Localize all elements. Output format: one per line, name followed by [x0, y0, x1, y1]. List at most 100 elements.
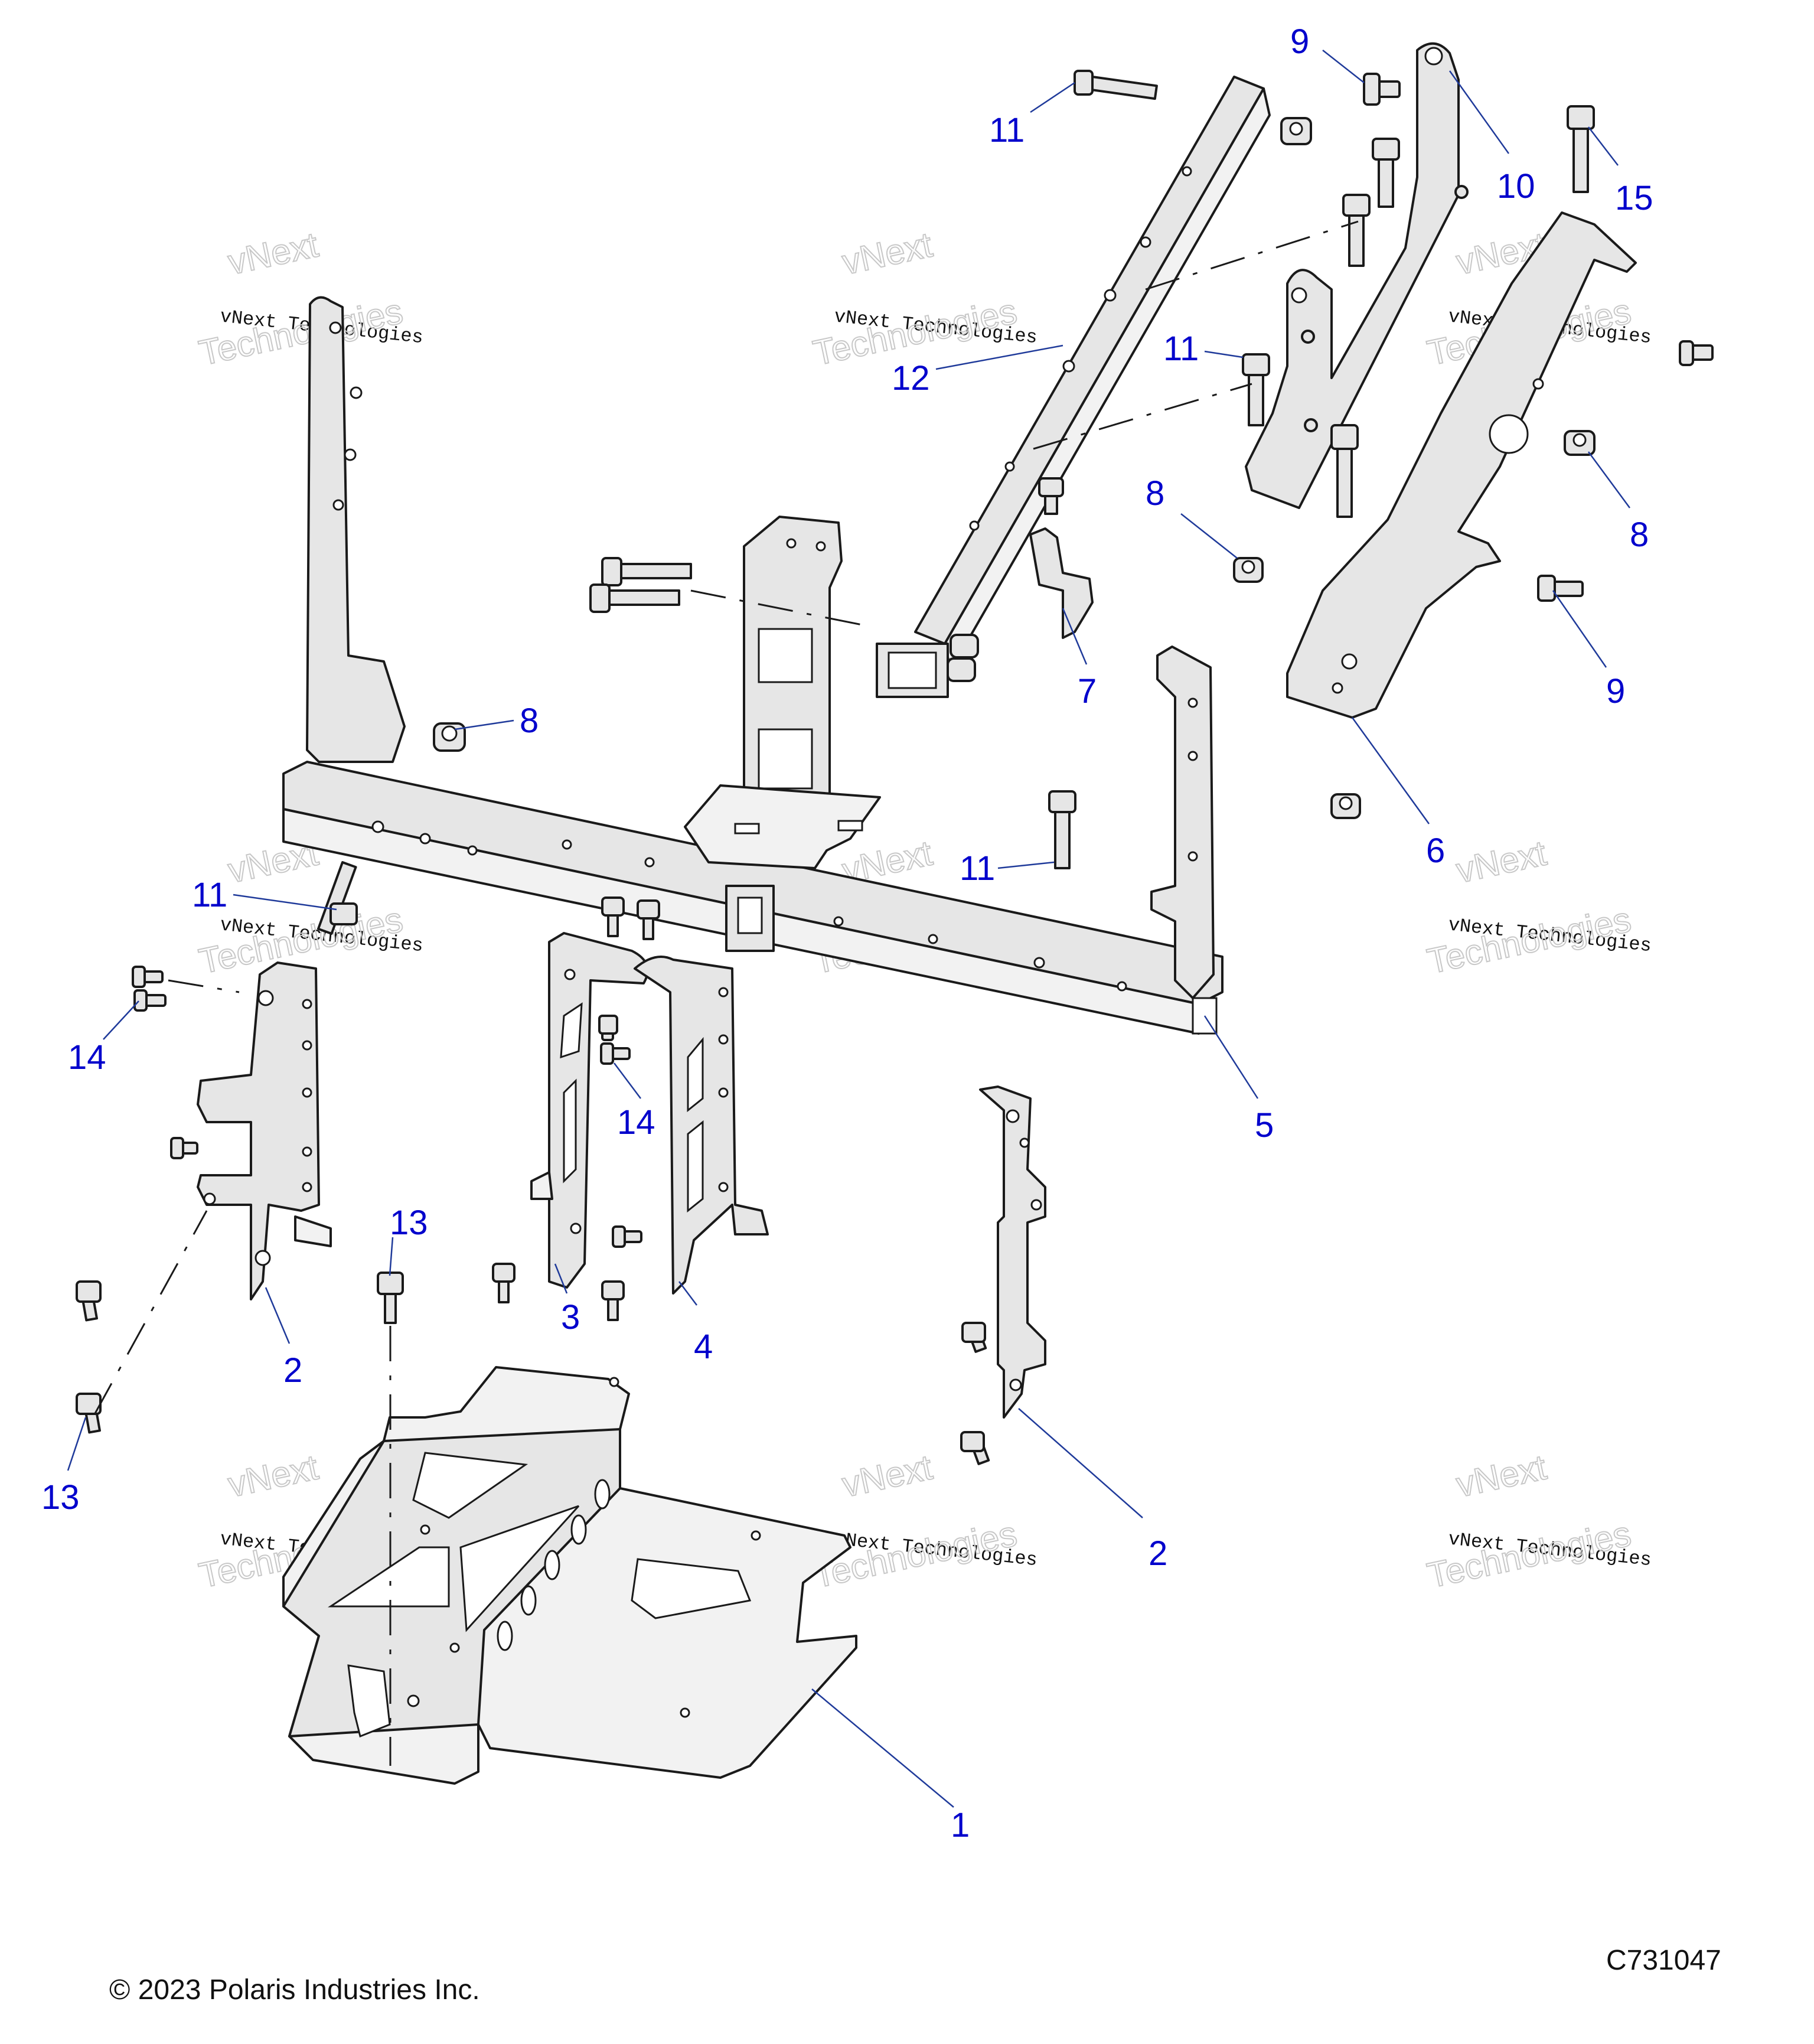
callout-2-right: 2: [1018, 1408, 1167, 1573]
bolt: [1372, 138, 1400, 208]
bolt: [600, 1042, 631, 1065]
part-7-bracket: [1029, 527, 1094, 639]
bolt: [377, 1272, 404, 1324]
watermark-big-top: vNext: [224, 224, 321, 282]
callout-13-left: 13: [41, 1417, 87, 1517]
callout-9-right: 9: [1552, 590, 1625, 710]
watermark-big-top: vNext: [1453, 1447, 1549, 1504]
callout-8-center: 8: [1146, 474, 1238, 559]
bolt: [612, 1225, 642, 1248]
callout-label: 15: [1615, 179, 1653, 217]
part-4-mount: [634, 956, 769, 1295]
watermark-big-top: vNext: [839, 1447, 935, 1504]
bolt: [960, 1431, 990, 1465]
nut: [1280, 117, 1312, 145]
bolt: [133, 989, 167, 1012]
bolt: [1537, 575, 1584, 602]
callout-11-mid: 11: [960, 849, 1055, 888]
callout-label: 5: [1255, 1106, 1274, 1145]
bolt: [170, 1137, 198, 1159]
assembly-lines: [93, 220, 1359, 1766]
callout-label: 7: [1078, 672, 1097, 710]
callout-label: 11: [192, 876, 227, 914]
bolt: [601, 557, 692, 586]
nut: [433, 722, 466, 752]
bolt: [492, 1263, 516, 1303]
callout-label: 11: [960, 849, 995, 888]
callout-label: 8: [1630, 516, 1649, 554]
bolt: [1074, 70, 1158, 100]
callout-13-center: 13: [389, 1204, 428, 1276]
nut: [947, 634, 979, 682]
watermark-big-bottom: Technologies: [195, 291, 406, 373]
callout-label: 13: [390, 1204, 428, 1242]
bolt: [1679, 340, 1714, 366]
callout-2-left: 2: [265, 1287, 302, 1390]
bolt: [76, 1393, 102, 1434]
nut: [1233, 557, 1264, 583]
part-2-left-plate: [197, 961, 332, 1300]
callout-12: 12: [892, 344, 1063, 397]
callout-label: 4: [694, 1328, 713, 1366]
callout-label: 9: [1290, 22, 1309, 61]
bolt: [1038, 477, 1064, 515]
callout-10: 10: [1448, 70, 1535, 206]
bolt: [1342, 194, 1371, 267]
watermark-big-bottom: Technologies: [1424, 899, 1634, 981]
part-6-rail: [1286, 211, 1637, 719]
callout-label: 9: [1606, 672, 1625, 710]
bolt: [589, 583, 680, 613]
bolt: [76, 1280, 102, 1322]
callout-5: 5: [1203, 1015, 1274, 1145]
bolt: [1048, 790, 1076, 869]
callout-label: 8: [1146, 474, 1164, 513]
callout-label: 14: [68, 1038, 106, 1077]
callout-label: 3: [561, 1298, 580, 1336]
watermark-big-bottom: Technologies: [1424, 1514, 1634, 1595]
watermark: vNext vNext Technologies Technologies: [809, 224, 1038, 373]
parts: [76, 42, 1714, 1785]
bolt: [961, 1322, 987, 1353]
diagram-id: C731047: [1606, 1945, 1721, 1976]
watermark: vNext vNext Technologies Technologies: [1423, 832, 1652, 982]
bolt: [637, 899, 660, 940]
copyright-notice: © 2023 Polaris Industries Inc.: [109, 1974, 480, 2006]
bolt: [601, 897, 625, 937]
callout-11-center: 11: [1163, 330, 1244, 368]
part-2-right-plate: [979, 1085, 1046, 1419]
watermark: vNext vNext Technologies Technologies: [809, 1446, 1038, 1596]
fasteners: [76, 70, 1714, 1465]
bolt: [132, 966, 164, 988]
bolt: [598, 1015, 618, 1041]
nut: [1330, 793, 1361, 819]
callout-14-left: 14: [68, 1000, 139, 1077]
callout-11-left: 11: [192, 876, 337, 914]
callout-label: 8: [520, 702, 539, 740]
callout-4: 4: [678, 1281, 713, 1366]
callout-label: 13: [41, 1478, 80, 1517]
callout-8-right: 8: [1587, 451, 1649, 554]
callout-label: 14: [617, 1103, 655, 1142]
nut: [1564, 430, 1596, 456]
watermark-big-top: vNext: [224, 1447, 321, 1504]
callouts: 1 2 2 3 4 5 6 7: [41, 22, 1653, 1844]
callout-14-center: 14: [614, 1062, 655, 1142]
callout-label: 11: [989, 111, 1025, 149]
callout-label: 2: [1149, 1534, 1167, 1573]
callout-11-top: 11: [989, 82, 1075, 149]
callout-15: 15: [1588, 126, 1653, 217]
callout-6: 6: [1351, 717, 1445, 870]
bolt: [1363, 73, 1401, 106]
callout-3: 3: [554, 1263, 580, 1336]
bolt: [1567, 105, 1595, 193]
callout-label: 6: [1426, 832, 1445, 870]
callout-label: 12: [892, 359, 930, 397]
part-10-bracket: [1245, 42, 1469, 509]
callout-9-top: 9: [1290, 22, 1365, 83]
callout-label: 11: [1163, 330, 1199, 368]
part-3-mount: [530, 932, 649, 1289]
bolt: [1242, 353, 1270, 426]
watermark-big-top: vNext: [839, 224, 935, 282]
part-5-frame: [282, 296, 1224, 1035]
